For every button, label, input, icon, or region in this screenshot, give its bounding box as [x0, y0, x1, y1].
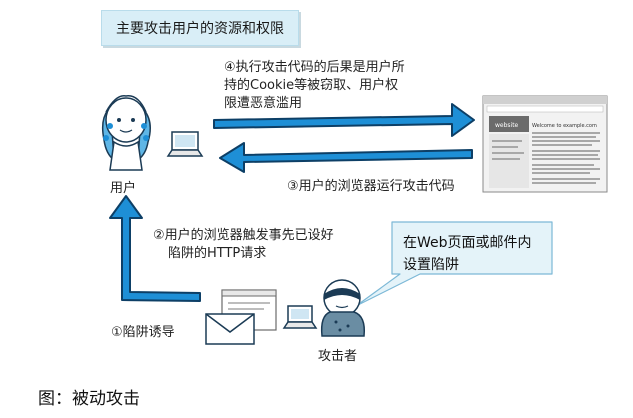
- envelope-icon: [205, 313, 255, 345]
- title-text: 主要攻击用户的资源和权限: [116, 21, 284, 37]
- user-label: 用户: [110, 181, 137, 196]
- arrow-step2: [109, 195, 201, 302]
- callout-line1: 在Web页面或邮件内: [403, 235, 532, 251]
- step2-line1: ②用户的浏览器触发事先已设好: [153, 228, 334, 243]
- arrow-step4: [213, 103, 475, 137]
- title-box: 主要攻击用户的资源和权限: [101, 10, 299, 46]
- attacker-figure: [320, 279, 366, 337]
- website-logo: website: [495, 122, 519, 129]
- step4-line1: ④执行攻击代码的后果是用户所: [224, 60, 405, 75]
- step1-label: ①陷阱诱导: [111, 325, 175, 340]
- laptop-icon: [166, 131, 204, 157]
- step3-label: ③用户的浏览器运行攻击代码: [287, 179, 455, 194]
- step2-line2: 陷阱的HTTP请求: [168, 246, 267, 261]
- arrow-step3: [219, 142, 473, 173]
- step4-line2: 持的Cookie等被窃取、用户权: [224, 78, 399, 93]
- user-figure: [101, 95, 151, 171]
- step4-line3: 限遭恶意滥用: [224, 96, 303, 111]
- callout-line2: 设置陷阱: [403, 257, 459, 273]
- callout-text: 在Web页面或邮件内 设置陷阱: [403, 232, 553, 276]
- callout-bubble: [355, 221, 553, 307]
- website-screenshot: website Welcome to example.com: [482, 95, 608, 193]
- attacker-laptop-icon: [282, 305, 318, 329]
- attacker-label: 攻击者: [318, 349, 358, 364]
- website-heading: Welcome to example.com: [532, 123, 597, 129]
- figure-caption: 图：被动攻击: [38, 389, 140, 409]
